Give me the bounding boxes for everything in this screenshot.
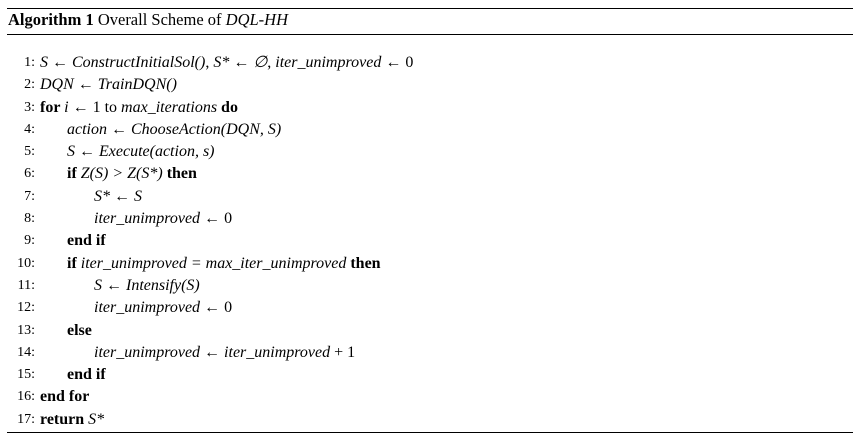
keyword: for xyxy=(40,98,65,116)
pseudocode-line: 10: if iter_unimproved = max_iter_unimpro… xyxy=(7,253,853,275)
line-code: return S* xyxy=(40,409,104,431)
keyword: then xyxy=(166,165,197,183)
pseudocode-line: 1: S ← ConstructInitialSol(), S* ← ∅, ite… xyxy=(7,52,853,74)
line-number: 4: xyxy=(24,121,35,137)
line-number: 8: xyxy=(24,211,35,227)
line-code: S* ← S xyxy=(94,186,142,208)
algorithm-title-name: DQL-HH xyxy=(225,10,288,29)
pseudocode-line: 2: DQN ← TrainDQN() xyxy=(7,74,853,96)
keyword: return xyxy=(40,410,89,428)
algorithm-label: Algorithm 1 xyxy=(8,10,94,29)
code-token: 0 xyxy=(405,54,414,71)
line-number: 1: xyxy=(24,55,35,70)
code-token: ConstructInitialSol() xyxy=(72,54,206,71)
code-token: max_iterations xyxy=(121,98,222,116)
line-code: S ← ConstructInitialSol(), S* ← ∅, iter_… xyxy=(40,52,413,74)
line-code: S ← Intensify(S) xyxy=(94,275,200,297)
pseudocode-line: 15: end if xyxy=(7,364,853,386)
line-number: 2: xyxy=(24,77,35,93)
code-token: S* xyxy=(88,410,105,428)
code-token: iter_unimproved ← iter_unimproved xyxy=(94,343,335,361)
line-number: 15: xyxy=(17,367,35,383)
code-token: S* ← ∅ xyxy=(213,54,268,71)
bottom-rule xyxy=(7,432,853,433)
line-number: 11: xyxy=(17,277,35,293)
line-number: 14: xyxy=(17,344,35,360)
line-code: S ← Execute(action, s) xyxy=(67,141,215,163)
algorithm-caption: Algorithm 1 Overall Scheme of DQL-HH xyxy=(8,10,288,30)
pseudocode-line: 9: end if xyxy=(7,230,853,252)
line-number: 7: xyxy=(24,188,35,204)
line-code: action ← ChooseAction(DQN, S) xyxy=(67,119,281,141)
keyword: if xyxy=(67,165,81,183)
pseudocode-line: 4: action ← ChooseAction(DQN, S) xyxy=(7,119,853,141)
line-code: iter_unimproved ← iter_unimproved + 1 xyxy=(94,342,355,364)
line-code: for i ← 1 to max_iterations do xyxy=(40,97,238,119)
keyword: do xyxy=(221,98,238,116)
line-code: if iter_unimproved = max_iter_unimproved… xyxy=(67,253,381,275)
line-number: 16: xyxy=(17,389,35,405)
line-number: 3: xyxy=(24,99,35,115)
keyword: end for xyxy=(40,388,90,406)
top-rule xyxy=(7,8,853,9)
keyword: end if xyxy=(67,366,106,384)
pseudocode-lines: 1: S ← ConstructInitialSol(), S* ← ∅, ite… xyxy=(7,52,853,431)
code-token: iter_unimproved ← xyxy=(275,54,406,71)
line-code: else xyxy=(67,320,92,342)
code-token: action ← ChooseAction(DQN, S) xyxy=(67,120,282,138)
line-code: iter_unimproved ← 0 xyxy=(94,208,232,230)
line-code: end if xyxy=(67,364,106,386)
pseudocode-line: 12: iter_unimproved ← 0 xyxy=(7,297,853,319)
pseudocode-line: 14: iter_unimproved ← iter_unimproved + 1 xyxy=(7,342,853,364)
code-token: iter_unimproved ← xyxy=(94,210,225,228)
line-code: iter_unimproved ← 0 xyxy=(94,297,232,319)
code-token: TrainDQN() xyxy=(97,76,177,94)
pseudocode-line: 13: else xyxy=(7,320,853,342)
line-number: 6: xyxy=(24,166,35,182)
code-token: 0 xyxy=(224,299,233,317)
line-number: 5: xyxy=(24,144,35,160)
pseudocode-line: 6: if Z(S) > Z(S*) then xyxy=(7,163,853,185)
code-token: Z(S) > Z(S*) xyxy=(80,165,167,183)
keyword: else xyxy=(67,321,92,339)
line-number: 12: xyxy=(17,300,35,316)
line-number: 17: xyxy=(17,411,35,427)
code-token: S ← Intensify(S) xyxy=(94,276,200,294)
code-token: i ← xyxy=(64,98,93,116)
code-token: S ← Execute(action, s) xyxy=(67,143,215,161)
line-code: DQN ← TrainDQN() xyxy=(40,74,177,96)
code-token: iter_unimproved = max_iter_unimproved xyxy=(80,254,351,272)
pseudocode-line: 5: S ← Execute(action, s) xyxy=(7,141,853,163)
line-code: end if xyxy=(67,230,106,252)
pseudocode-line: 7: S* ← S xyxy=(7,186,853,208)
pseudocode-line: 3: for i ← 1 to max_iterations do xyxy=(7,97,853,119)
line-number: 10: xyxy=(17,255,35,271)
pseudocode-line: 17: return S* xyxy=(7,409,853,431)
line-number: 13: xyxy=(17,322,35,338)
line-code: end for xyxy=(40,386,89,408)
code-token: 1 to xyxy=(92,98,122,116)
algorithm-title-prefix: Overall Scheme of xyxy=(97,10,222,29)
keyword: if xyxy=(67,254,81,272)
keyword: then xyxy=(350,254,381,272)
keyword: end if xyxy=(67,232,106,250)
caption-rule xyxy=(7,34,853,35)
code-token: S ← xyxy=(40,54,72,71)
pseudocode-line: 8: iter_unimproved ← 0 xyxy=(7,208,853,230)
code-token: DQN ← xyxy=(40,76,98,94)
code-token: S* ← S xyxy=(94,187,142,205)
pseudocode-line: 16: end for xyxy=(7,386,853,408)
code-token: , xyxy=(205,54,214,71)
code-token: , xyxy=(267,54,276,71)
pseudocode-line: 11: S ← Intensify(S) xyxy=(7,275,853,297)
line-number: 9: xyxy=(24,233,35,249)
code-token: iter_unimproved ← xyxy=(94,299,225,317)
code-token: + 1 xyxy=(334,343,356,361)
code-token: 0 xyxy=(224,210,233,228)
line-code: if Z(S) > Z(S*) then xyxy=(67,163,197,185)
